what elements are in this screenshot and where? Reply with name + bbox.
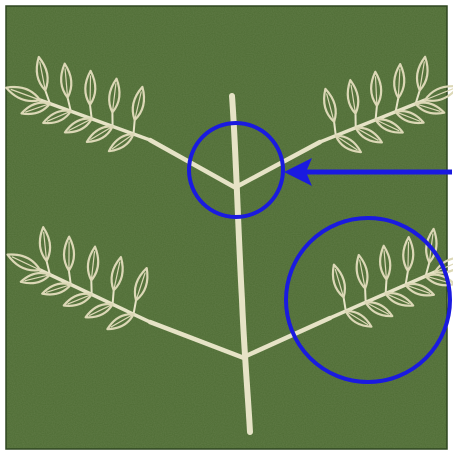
twig [365, 288, 366, 302]
twig [376, 106, 377, 120]
twig [386, 280, 387, 294]
twig [134, 120, 135, 134]
twig [113, 290, 114, 304]
leaf-midrib [90, 76, 91, 105]
leaf-midrib [408, 242, 409, 271]
